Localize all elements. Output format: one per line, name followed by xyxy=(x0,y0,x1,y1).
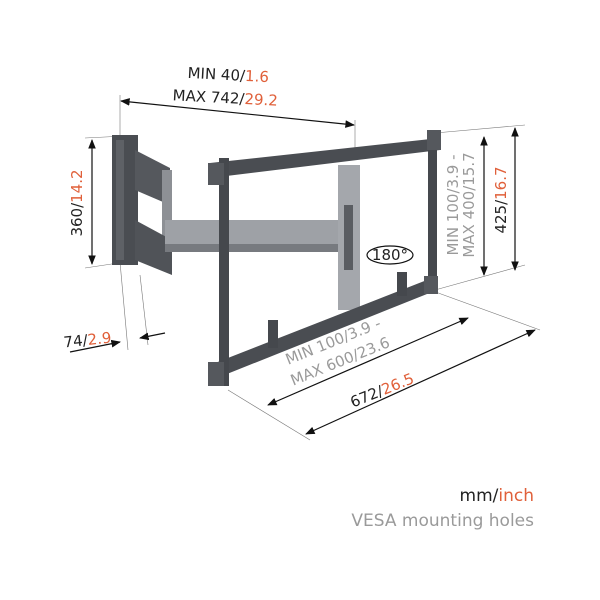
wall-plate-height-label: 360/14.2 xyxy=(68,169,86,236)
vesa-vertical-min-label: MIN 100/3.9 - xyxy=(444,154,462,255)
dimension-lines xyxy=(69,98,536,435)
wall-plate-depth-label: 74/2.9 xyxy=(63,329,113,352)
vesa-legend: VESA mounting holes xyxy=(351,511,534,531)
unit-inch: inch xyxy=(498,486,534,506)
depth-max-label: MAX 742/29.2 xyxy=(172,86,278,109)
unit-legend: mm/inch xyxy=(460,486,534,506)
rotation-180-icon: 180° xyxy=(366,245,414,265)
unit-mm: mm/ xyxy=(459,486,499,506)
wall-plate xyxy=(112,135,138,265)
vesa-vertical-max-label: MAX 400/15.7 xyxy=(460,152,478,257)
swivel-arms xyxy=(135,150,360,310)
rotation-label: 180° xyxy=(372,246,408,264)
extension-lines xyxy=(84,95,541,441)
depth-min-label: MIN 40/1.6 xyxy=(187,64,269,86)
frame-width-label: 672/26.5 xyxy=(348,369,417,411)
frame-height-label: 425/16.7 xyxy=(492,166,510,233)
